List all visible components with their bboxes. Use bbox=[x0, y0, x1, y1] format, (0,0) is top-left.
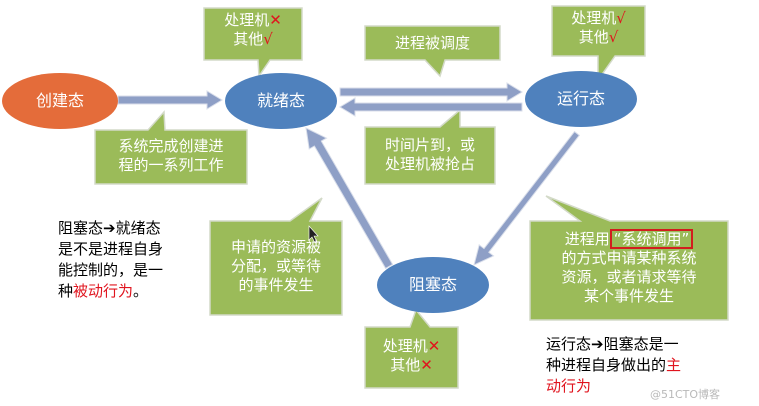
state-ready-label: 就绪态 bbox=[256, 91, 305, 110]
request-text: 进程用“系统调用” 的方式申请某种系统 资源，或者请求等待 某个事件发生 bbox=[561, 229, 697, 305]
callout-running-resources bbox=[551, 5, 646, 83]
system-call-highlight: “系统调用” bbox=[609, 229, 694, 249]
state-created-label: 创建态 bbox=[35, 91, 84, 110]
arrow-created-to-ready bbox=[117, 90, 223, 110]
note-running-to-blocked: 运行态➔阻塞态是一 种进程自身做出的主 动行为 bbox=[546, 335, 682, 395]
state-running-label: 运行态 bbox=[556, 89, 605, 108]
right-arrow-icon: ➔ bbox=[591, 335, 604, 353]
callout-timeslice bbox=[364, 108, 496, 185]
callout-blocked-resources bbox=[364, 308, 459, 389]
arrow-ready-to-running bbox=[339, 82, 523, 102]
ready-resources-text: 处理机✕ 其他√ bbox=[224, 11, 282, 48]
state-ready bbox=[225, 73, 337, 129]
resource-granted-text: 申请的资源被 分配，或等待 的事件发生 bbox=[230, 238, 321, 294]
callout-schedule bbox=[364, 25, 501, 78]
timeslice-text: 时间片到，或 处理机被抢占 bbox=[384, 136, 475, 173]
arrow-running-to-ready bbox=[339, 97, 523, 117]
state-running bbox=[525, 71, 637, 127]
callout-ready-resources bbox=[203, 7, 303, 79]
callout-create-done bbox=[94, 110, 248, 185]
watermark: @51CTO博客 bbox=[650, 388, 721, 401]
mouse-cursor-icon bbox=[308, 225, 319, 244]
running-resources-text: 处理机√ 其他√ bbox=[571, 9, 626, 46]
create-done-text: 系统完成创建进 程的一系列工作 bbox=[118, 137, 224, 174]
arrow-blocked-to-ready bbox=[305, 127, 394, 270]
callout-request bbox=[529, 195, 729, 321]
blocked-resources-text: 处理机✕ 其他✕ bbox=[382, 337, 441, 374]
state-created bbox=[2, 73, 118, 129]
state-blocked-label: 阻塞态 bbox=[408, 275, 457, 294]
schedule-text: 进程被调度 bbox=[394, 34, 470, 52]
state-blocked bbox=[377, 257, 489, 313]
note-blocked-to-ready: 阻塞态➔就绪态 是不是进程自身 能控制的，是一 种被动行为。 bbox=[58, 219, 164, 300]
arrow-running-to-blocked bbox=[473, 130, 581, 266]
right-arrow-icon: ➔ bbox=[103, 219, 116, 237]
